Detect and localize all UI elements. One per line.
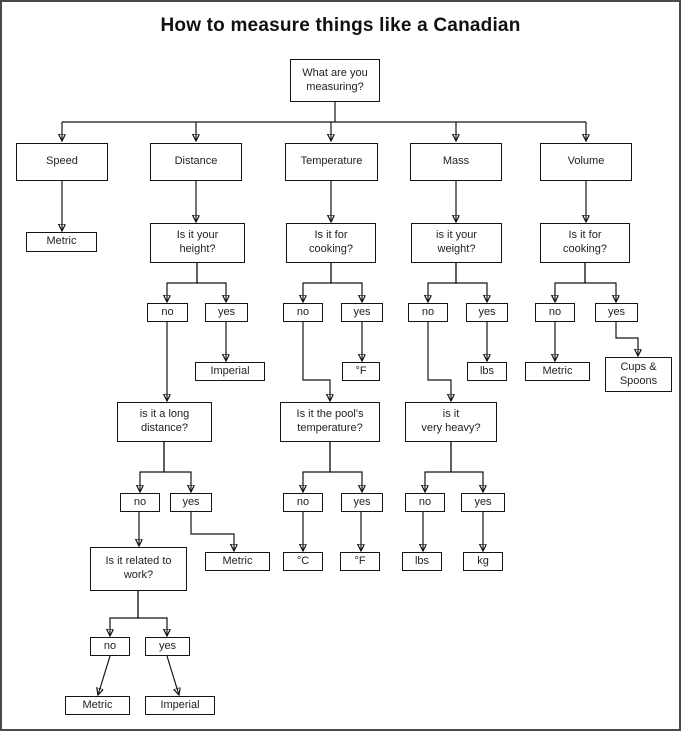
node-question-pool-temperature: Is it the pool's temperature?: [280, 402, 380, 442]
node-question-weight: is it your weight?: [411, 223, 502, 263]
node-answer-long-distance-yes: yes: [170, 493, 212, 512]
node-answer-heavy-no: no: [405, 493, 445, 512]
node-result-metric-long-distance: Metric: [205, 552, 270, 571]
node-category-temperature: Temperature: [285, 143, 378, 181]
node-answer-work-yes: yes: [145, 637, 190, 656]
node-category-volume: Volume: [540, 143, 632, 181]
node-result-cups-spoons: Cups & Spoons: [605, 357, 672, 392]
node-result-lbs-weight: lbs: [467, 362, 507, 381]
node-answer-cooking-vol-yes: yes: [595, 303, 638, 322]
node-category-mass: Mass: [410, 143, 502, 181]
node-answer-heavy-yes: yes: [461, 493, 505, 512]
node-category-distance: Distance: [150, 143, 242, 181]
node-result-metric-volume: Metric: [525, 362, 590, 381]
node-question-cooking-temperature: Is it for cooking?: [286, 223, 376, 263]
node-result-metric-work: Metric: [65, 696, 130, 715]
node-answer-pool-no: no: [283, 493, 323, 512]
node-question-long-distance: is it a long distance?: [117, 402, 212, 442]
node-result-celsius-pool: °C: [283, 552, 323, 571]
node-answer-pool-yes: yes: [341, 493, 383, 512]
node-answer-cooking-vol-no: no: [535, 303, 575, 322]
node-result-imperial-height: Imperial: [195, 362, 265, 381]
node-question-very-heavy: is it very heavy?: [405, 402, 497, 442]
node-question-cooking-volume: Is it for cooking?: [540, 223, 630, 263]
node-root-question: What are you measuring?: [290, 59, 380, 102]
node-answer-long-distance-no: no: [120, 493, 160, 512]
node-answer-weight-yes: yes: [466, 303, 508, 322]
node-category-speed: Speed: [16, 143, 108, 181]
node-answer-height-yes: yes: [205, 303, 248, 322]
node-result-fahrenheit-pool: °F: [340, 552, 380, 571]
node-result-imperial-work: Imperial: [145, 696, 215, 715]
node-answer-weight-no: no: [408, 303, 448, 322]
node-result-kg-heavy: kg: [463, 552, 503, 571]
node-question-height: Is it your height?: [150, 223, 245, 263]
node-result-lbs-heavy: lbs: [402, 552, 442, 571]
node-question-related-work: Is it related to work?: [90, 547, 187, 591]
node-answer-height-no: no: [147, 303, 188, 322]
node-answer-cooking-temp-yes: yes: [341, 303, 383, 322]
node-answer-work-no: no: [90, 637, 130, 656]
node-result-speed-metric: Metric: [26, 232, 97, 252]
node-result-fahrenheit-cooking: °F: [342, 362, 380, 381]
node-answer-cooking-temp-no: no: [283, 303, 323, 322]
page-title: How to measure things like a Canadian: [160, 15, 521, 36]
